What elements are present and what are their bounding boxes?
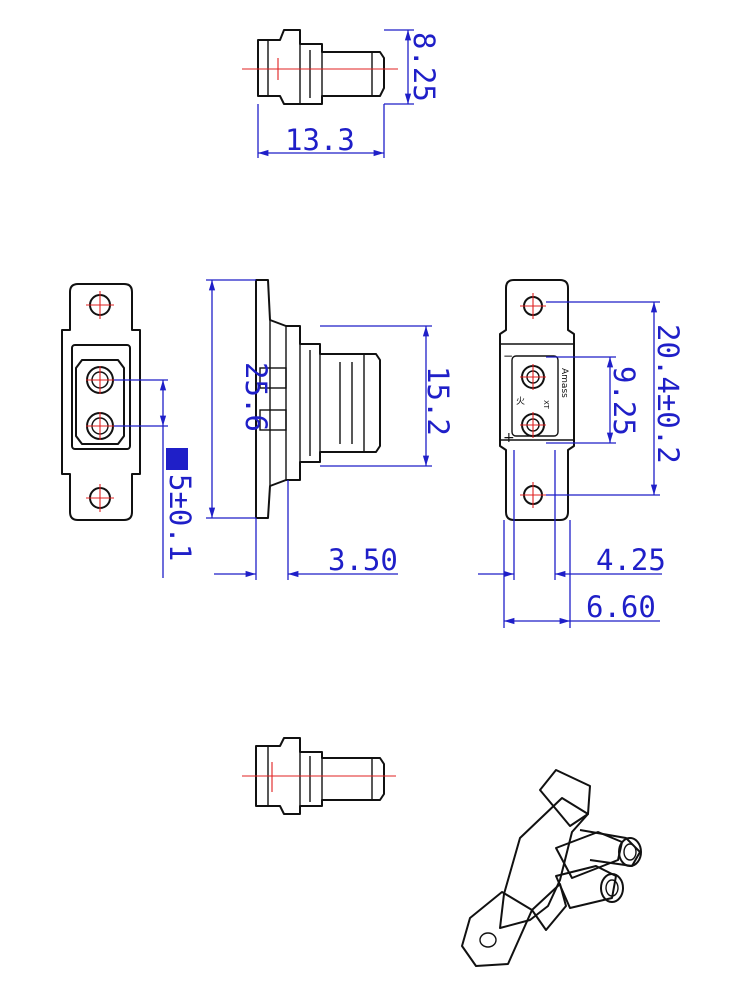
- bottom-view: [242, 737, 396, 815]
- rear-total-width-dim: 6.60: [586, 590, 656, 624]
- rear-pin-spacing-dim: 9.25: [607, 366, 641, 436]
- side-view: 25.6 15.2 3.50: [206, 279, 455, 580]
- top-length-dim: 13.3: [285, 123, 355, 157]
- rear-hole-spacing-dim: 20.4±0.2: [651, 324, 685, 464]
- isometric-view: [461, 769, 642, 967]
- side-flange-dim: 3.50: [328, 543, 398, 577]
- side-height-dim: 25.6: [239, 362, 273, 432]
- top-view: 8.25 13.3: [242, 29, 441, 158]
- rear-body-width-dim: 4.25: [596, 543, 666, 577]
- plus-marking: +: [503, 430, 515, 446]
- minus-marking: −: [503, 349, 513, 363]
- pitch-marker-square: [166, 448, 188, 470]
- top-height-dim: 8.25: [407, 32, 441, 102]
- front-view: 5±0.1: [61, 283, 197, 578]
- model-marking: Amass: [559, 368, 569, 398]
- side-body-height-dim: 15.2: [421, 366, 455, 436]
- front-pitch-dim: 5±0.1: [163, 474, 197, 561]
- rear-view: − + Amass XT 火 20.4±0.2 9.25 4.25 6.60: [478, 279, 685, 628]
- rating-marking: XT: [542, 400, 550, 410]
- note-marking: 火: [516, 396, 525, 407]
